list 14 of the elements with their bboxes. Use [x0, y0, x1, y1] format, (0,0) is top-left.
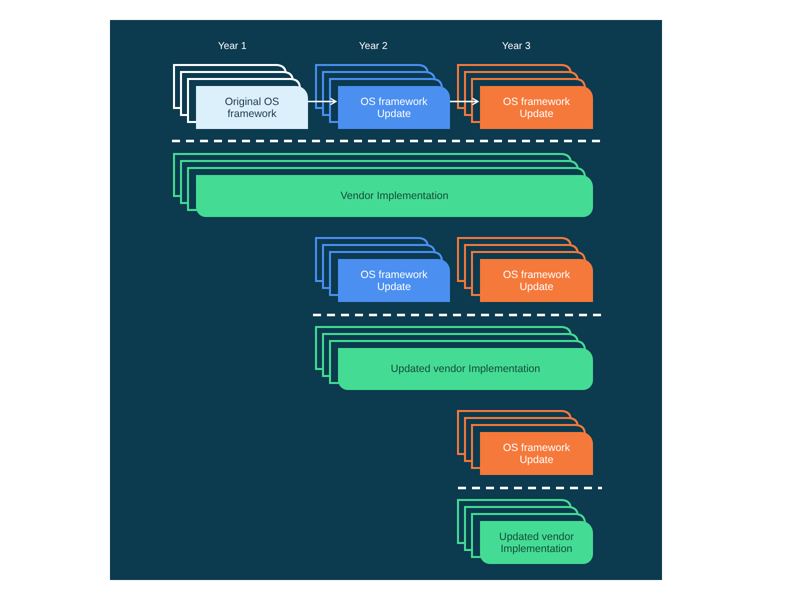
arrow: [450, 98, 479, 106]
framework-card: OS framework Update: [480, 259, 593, 302]
framework-card: OS framework Update: [338, 259, 450, 302]
arrow: [308, 98, 337, 106]
framework-card: OS framework Update: [480, 86, 593, 129]
framework-card: OS framework Update: [480, 432, 593, 475]
implementation-card: Updated vendor Implementation: [338, 348, 593, 390]
implementation-card: Vendor Implementation: [196, 175, 593, 217]
column-heading: Year 2: [359, 41, 388, 53]
implementation-card: Updated vendor Implementation: [480, 521, 593, 564]
column-heading: Year 3: [502, 41, 531, 53]
framework-card: OS framework Update: [338, 86, 450, 129]
framework-card: Original OS framework: [196, 86, 308, 129]
column-heading: Year 1: [218, 41, 247, 53]
